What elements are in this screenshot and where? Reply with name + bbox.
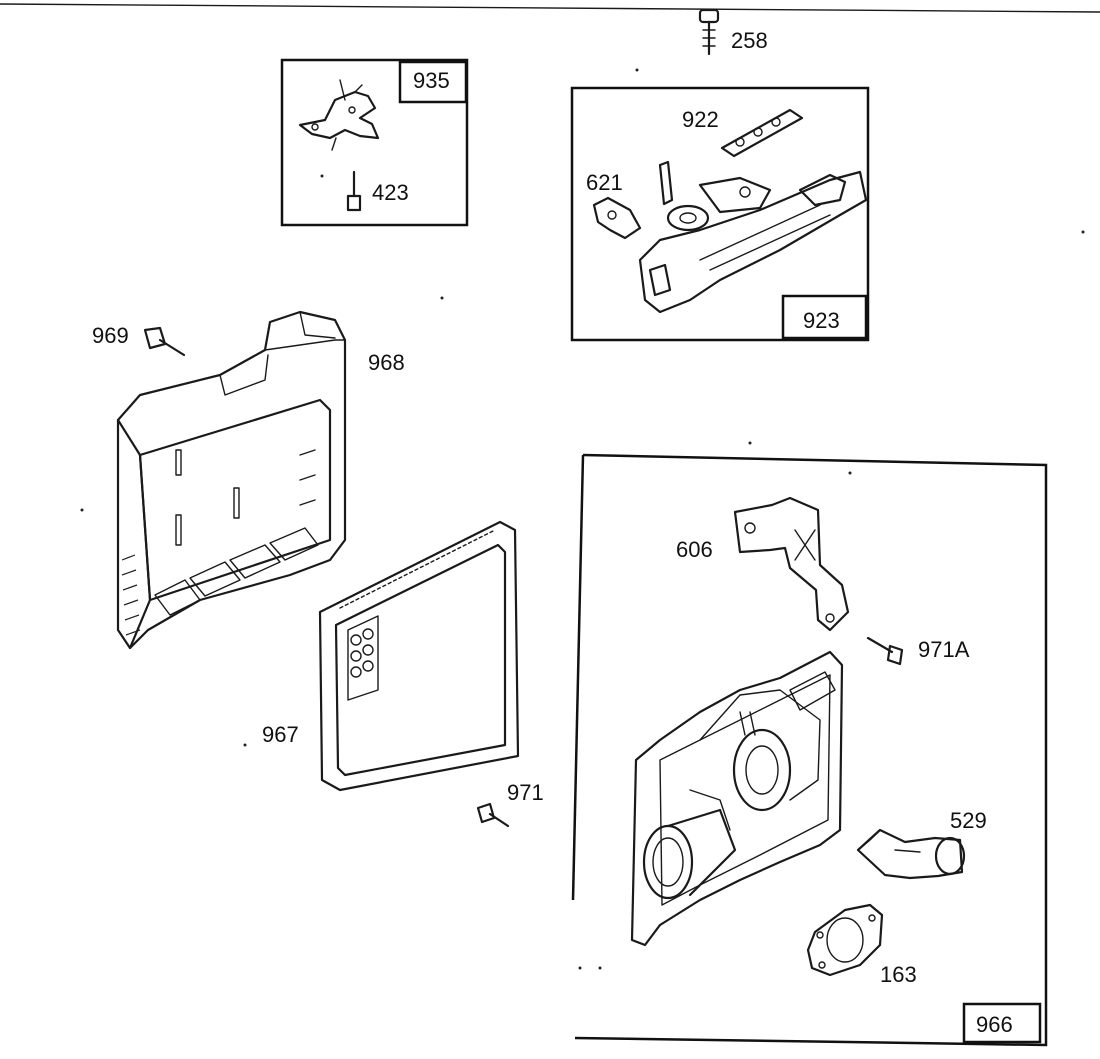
label-423: 423 <box>372 180 409 205</box>
kit-box-923 <box>570 86 870 342</box>
label-922: 922 <box>682 107 719 132</box>
screw-971a <box>866 636 904 666</box>
screw-971 <box>476 802 510 828</box>
label-163: 163 <box>880 962 917 987</box>
screw-423 <box>346 170 362 212</box>
label-968: 968 <box>368 350 405 375</box>
screw-969 <box>143 326 186 357</box>
air-cleaner-base <box>630 650 844 947</box>
label-971a: 971A <box>918 637 970 662</box>
label-606: 606 <box>676 537 713 562</box>
label-923: 923 <box>803 308 840 333</box>
elbow-tube-529 <box>856 828 966 880</box>
scan-specks <box>80 68 1085 970</box>
label-969: 969 <box>92 323 129 348</box>
label-967: 967 <box>262 722 299 747</box>
label-935: 935 <box>413 68 450 93</box>
kit-box-966 <box>571 453 1048 1047</box>
label-966: 966 <box>976 1012 1013 1037</box>
gasket-163 <box>806 903 884 977</box>
air-cleaner-cover-968 <box>116 310 347 650</box>
bracket-606 <box>733 496 850 632</box>
top-rule <box>0 3 1100 13</box>
air-filter-967 <box>318 520 520 792</box>
label-258: 258 <box>731 28 768 53</box>
bolt-258 <box>698 8 720 56</box>
label-529: 529 <box>950 808 987 833</box>
label-621: 621 <box>586 170 623 195</box>
kit-box-935 <box>280 58 469 227</box>
label-971: 971 <box>507 780 544 805</box>
